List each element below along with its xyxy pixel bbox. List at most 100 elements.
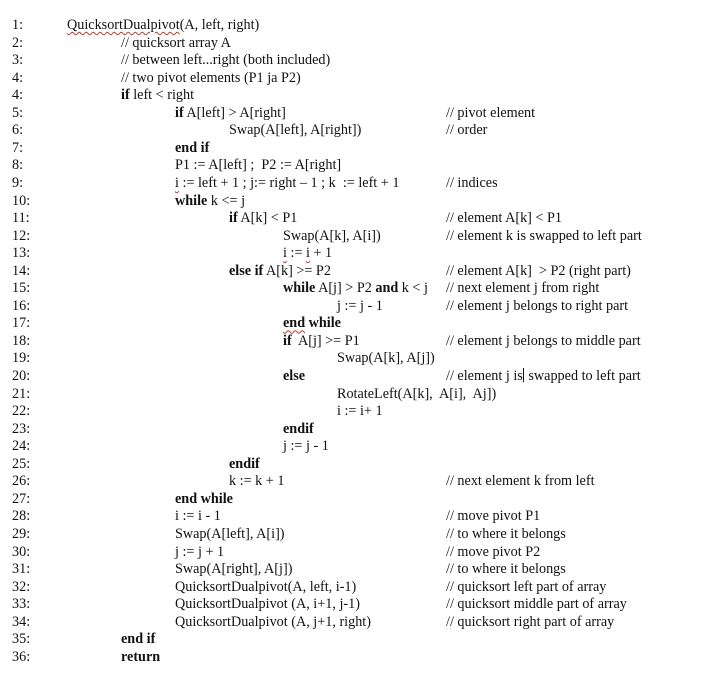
code-text: j := j - 1 (283, 438, 329, 456)
code-text: j := j + 1 (175, 544, 224, 562)
code-text: // between left...right (both included) (121, 52, 330, 70)
code-comment: // element A[k] > P2 (right part) (446, 262, 631, 279)
code-comment: // element k is swapped to left part (446, 227, 642, 244)
code-comment: // to where it belongs (446, 525, 566, 542)
code-segment: + 1 (309, 245, 333, 262)
keyword: if (121, 87, 130, 104)
code-line: 5:if A[left] > A[right]// pivot element (0, 105, 714, 123)
code-text: RotateLeft(A[k], A[i], Aj]) (337, 386, 496, 404)
code-line: 22:i := i+ 1 (0, 403, 714, 421)
code-line: 11:if A[k] < P1// element A[k] < P1 (0, 210, 714, 228)
code-segment: i (306, 245, 310, 262)
code-text: k := k + 1 (229, 473, 284, 491)
code-text: QuicksortDualpivot (A, i+1, j-1) (175, 596, 360, 614)
code-comment: // quicksort middle part of array (446, 596, 627, 613)
code-line: 36: return (0, 649, 714, 667)
code-text: Swap(A[k], A[j]) (337, 350, 435, 368)
code-line: 18:if A[j] >= P1// element j belongs to … (0, 333, 714, 351)
code-comment: // order (446, 122, 488, 139)
code-segment: Swap(A[k], A[i]) (283, 227, 381, 244)
code-text: if A[left] > A[right] (175, 105, 286, 123)
code-line: 33:QuicksortDualpivot (A, i+1, j-1)// qu… (0, 596, 714, 614)
keyword: end (283, 315, 306, 332)
code-text: return (121, 649, 160, 667)
code-segment: // between left...right (both included) (121, 52, 331, 69)
code-segment: Swap(A[right], A[j]) (175, 561, 293, 578)
code-line: 3: // between left...right (both included… (0, 52, 714, 70)
code-comment: // element j belongs to right part (446, 297, 629, 314)
code-text: j := j - 1 (337, 298, 383, 316)
line-number: 10: (12, 192, 31, 209)
code-segment: A[j] >= P1 (291, 332, 360, 349)
code-segment: QuicksortDualpivot(A, left, i-1) (175, 578, 357, 595)
code-segment: i (175, 174, 179, 191)
keyword: while (175, 192, 208, 209)
line-number: 4: (12, 69, 24, 86)
code-line: 21: RotateLeft(A[k], A[i], Aj]) (0, 386, 714, 404)
code-segment: Swap(A[left], A[i]) (175, 525, 285, 542)
keyword: while (283, 280, 316, 297)
line-number: 16: (12, 297, 31, 314)
code-text: i := left + 1 ; j:= right – 1 ; k := lef… (175, 175, 399, 193)
code-line: 2: // quicksort array A (0, 35, 714, 53)
code-text: endif (283, 421, 314, 439)
line-number: 15: (12, 280, 31, 297)
keyword: end if (175, 139, 210, 156)
code-text: i := i+ 1 (337, 403, 383, 421)
code-text: // quicksort array A (121, 35, 231, 53)
code-line: 10: while k <= j (0, 193, 714, 211)
code-text: QuicksortDualpivot(A, left, right) (67, 17, 259, 35)
code-segment: RotateLeft(A[k], A[i], Aj]) (337, 385, 497, 402)
line-number: 2: (12, 34, 24, 51)
code-comment: // next element k from left (446, 473, 595, 490)
keyword: endif (283, 420, 314, 437)
code-text: end while (175, 491, 233, 509)
code-text: Swap(A[right], A[j]) (175, 561, 292, 579)
line-number: 30: (12, 543, 31, 560)
code-segment: P1 := A[left] ; P2 := A[right] (175, 157, 342, 174)
keyword: while (305, 315, 341, 332)
code-line: 15:while A[j] > P2 and k < j// next elem… (0, 280, 714, 298)
code-segment: := (286, 245, 306, 262)
code-comment: // pivot element (446, 104, 536, 121)
code-text: // two pivot elements (P1 ja P2) (121, 70, 301, 88)
line-number: 19: (12, 350, 31, 367)
line-number: 31: (12, 561, 31, 578)
code-text: if A[j] >= P1 (283, 333, 360, 351)
line-number: 3: (12, 52, 24, 69)
line-number: 1: (12, 17, 24, 33)
code-segment: j := j - 1 (337, 297, 383, 314)
line-number: 36: (12, 648, 31, 665)
code-line: 9:i := left + 1 ; j:= right – 1 ; k := l… (0, 175, 714, 193)
code-segment: QuicksortDualpivot (A, i+1, j-1) (175, 596, 360, 613)
code-text: Swap(A[left], A[right]) (229, 122, 361, 140)
code-text: while A[j] > P2 and k < j (283, 280, 428, 298)
code-text: if left < right (121, 87, 194, 105)
code-line: 35:end if (0, 631, 714, 649)
line-number: 25: (12, 455, 31, 472)
code-segment: i (283, 245, 287, 262)
code-comment: // quicksort right part of array (446, 613, 615, 630)
code-segment: QuicksortDualpivot (A, j+1, right) (175, 613, 371, 630)
line-number: 34: (12, 613, 31, 630)
code-comment: // move pivot P1 (446, 508, 541, 525)
code-text: end if (175, 140, 209, 158)
code-line: 34: QuicksortDualpivot (A, j+1, right) // … (0, 614, 714, 632)
line-number: 21: (12, 385, 31, 402)
code-text: QuicksortDualpivot (A, j+1, right) (175, 614, 371, 632)
code-segment: j := j - 1 (283, 438, 329, 455)
code-line: 4: // two pivot elements (P1 ja P2) (0, 70, 714, 88)
line-number: 26: (12, 473, 31, 490)
code-line: 12: Swap(A[k], A[i]) // element k is swapp… (0, 228, 714, 246)
code-line: 25: endif (0, 456, 714, 474)
code-text: QuicksortDualpivot(A, left, i-1) (175, 579, 356, 597)
code-line: 26: k := k + 1 // next element k from left (0, 473, 714, 491)
code-text: while k <= j (175, 193, 245, 211)
code-segment: k < j (398, 280, 428, 297)
keyword: endif (229, 455, 260, 472)
line-number: 12: (12, 227, 31, 244)
code-text: if A[k] < P1 (229, 210, 297, 228)
code-comment: // element j is swapped to left part (446, 368, 641, 384)
code-comment: // to where it belongs (446, 561, 566, 578)
